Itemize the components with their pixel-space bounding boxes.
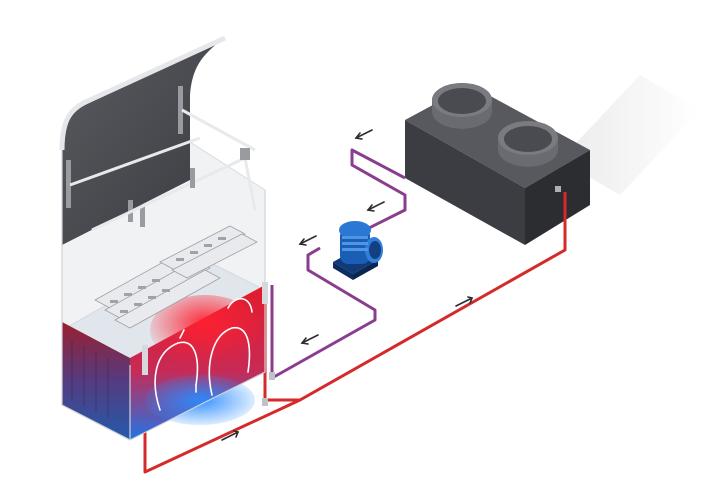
flow-arrows bbox=[221, 129, 474, 441]
cooler-side bbox=[525, 150, 590, 245]
arrow-right-icon bbox=[455, 296, 474, 307]
fan-icon bbox=[432, 83, 492, 129]
convection-arrows bbox=[154, 297, 253, 411]
arrow-left-icon bbox=[300, 334, 319, 345]
circulation-pump bbox=[333, 221, 383, 280]
arrow-left-icon bbox=[354, 129, 373, 140]
cooler-port bbox=[555, 186, 561, 192]
cooler-front bbox=[405, 120, 525, 245]
dry-cooler bbox=[405, 75, 700, 245]
immersion-tank bbox=[59, 35, 275, 441]
arrow-right-icon bbox=[221, 430, 240, 441]
arrow-left-icon bbox=[298, 235, 317, 246]
cooler-shadow bbox=[560, 75, 700, 195]
fan-icon bbox=[498, 121, 558, 167]
arrow-left-icon bbox=[366, 201, 385, 212]
